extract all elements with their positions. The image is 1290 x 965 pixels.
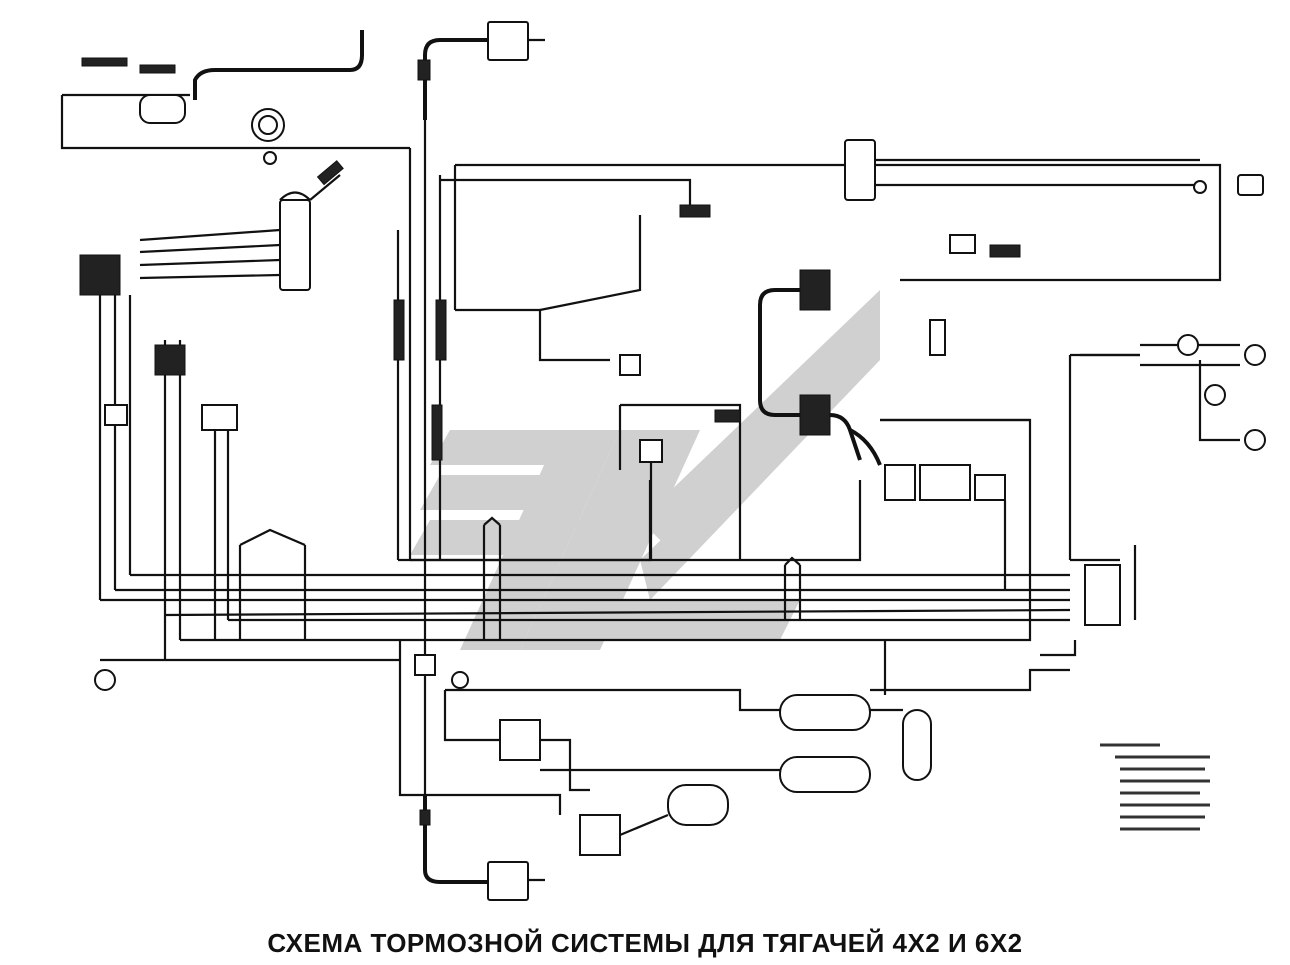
brake-system-diagram: [60, 21, 1266, 901]
brake-chamber-bottom: [419, 795, 545, 901]
left-valve-cluster: [79, 160, 400, 691]
logo-watermark-icon: [410, 290, 880, 650]
brake-chamber-top: [417, 21, 545, 120]
top-left-circuit: [60, 30, 410, 165]
right-upper-chambers: [758, 139, 1264, 461]
diagram-caption: СХЕМА ТОРМОЗНОЙ СИСТЕМЫ ДЛЯ ТЯГАЧЕЙ 4Х2 …: [267, 928, 1023, 958]
right-middle-cluster: [849, 334, 1266, 657]
legend-block: [1100, 743, 1210, 831]
center-valves: [618, 354, 742, 560]
lower-tanks: [398, 640, 1070, 856]
main-trunk: [393, 120, 1222, 795]
